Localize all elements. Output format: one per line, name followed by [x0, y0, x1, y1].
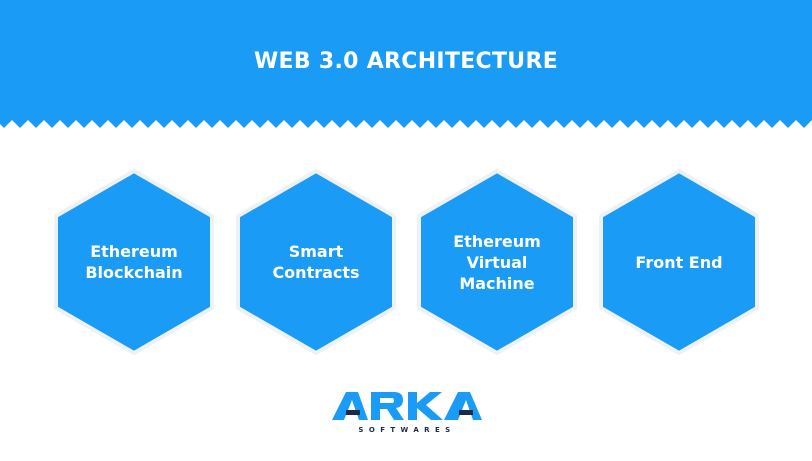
page-title: WEB 3.0 ARCHITECTURE: [253, 49, 559, 74]
hexagon-smart-contracts: Smart Contracts: [235, 169, 397, 355]
hexagon-label: Ethereum Virtual Machine: [453, 231, 541, 293]
hexagon-shape: [599, 169, 759, 355]
logo-wordmark: [332, 392, 482, 420]
hexagon-front-end: Front End: [598, 169, 760, 355]
hexagon-label: Front End: [635, 252, 723, 272]
hexagon-shape: [54, 169, 214, 355]
banner-zigzag: [0, 0, 812, 128]
hexagon-ethereum-virtual-machine: Ethereum Virtual Machine: [416, 169, 578, 355]
banner-shape: [0, 0, 812, 128]
hexagon-label: Smart Contracts: [272, 242, 360, 282]
header-banner: WEB 3.0 ARCHITECTURE: [0, 0, 812, 130]
hexagon-shape: [236, 169, 396, 355]
hexagon-label: Ethereum Blockchain: [85, 242, 183, 282]
arka-logo: SOFTWARES: [330, 388, 484, 438]
arka-logo-mark: SOFTWARES: [332, 392, 482, 434]
hexagon-ethereum-blockchain: Ethereum Blockchain: [53, 169, 215, 355]
logo-tagline: SOFTWARES: [358, 426, 455, 434]
hexagon-shape: [417, 169, 577, 355]
